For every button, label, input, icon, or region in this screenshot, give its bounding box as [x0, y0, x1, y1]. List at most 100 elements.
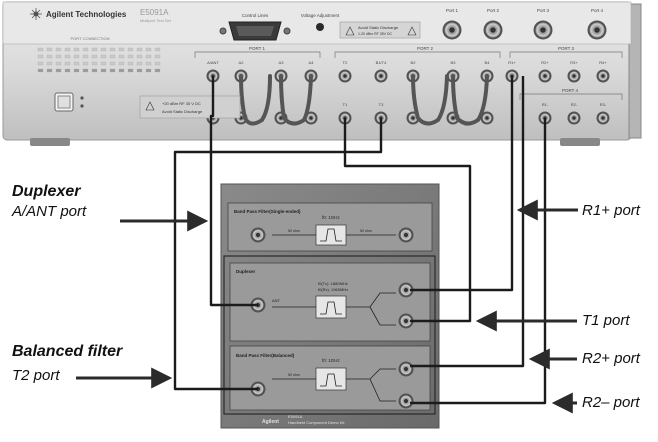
rear-port-2-connector: [483, 20, 503, 40]
port-led-icon: [118, 54, 125, 59]
connector-label-b4: B4: [485, 60, 491, 65]
model-sub-label: Multiport Test Set: [140, 18, 172, 23]
port-group-frames: [194, 51, 623, 100]
connector-label-a4: A4: [309, 60, 315, 65]
callout-r2-plus: R2+ port: [582, 350, 640, 367]
instrument-foot-left: [30, 138, 70, 146]
port-led-icon: [73, 61, 80, 66]
port-led-icon: [46, 54, 53, 59]
port-led-icon: [46, 68, 53, 73]
port-led-icon: [109, 47, 116, 52]
callout-balanced-port: T2 port: [12, 367, 60, 384]
connector-r4p: [596, 69, 610, 83]
front-warning-spec: +20 dBm RF 35 V DC: [162, 101, 201, 106]
group-label-port4: PORT 4: [562, 88, 579, 93]
warning-text: Avoid Static Discharge: [358, 25, 399, 30]
instrument-side-bracket: [628, 3, 642, 139]
port-led-icon: [154, 61, 161, 66]
port-led-icon: [127, 54, 134, 59]
port-led-icon: [136, 47, 143, 52]
kit-name: Handheld Component Demo Kit: [288, 420, 345, 425]
port-led-icon: [64, 68, 71, 73]
rear-port-label-1: Port 1: [446, 8, 459, 13]
port-led-icon: [64, 54, 71, 59]
duplexer-ant-label: ANT: [272, 298, 281, 303]
port-led-icon: [118, 61, 125, 66]
port-led-icon: [64, 61, 71, 66]
connector-label-a2: A2: [239, 60, 245, 65]
port-led-icon: [109, 68, 116, 73]
port-led-icon: [145, 54, 152, 59]
connector-label-r2m: R2-: [571, 102, 578, 107]
connector-label-t1: T1: [343, 102, 348, 107]
board-balanced-port3-connector: [398, 393, 414, 409]
port-led-icon: [91, 68, 98, 73]
top-filter-freq: f0: 1GHz: [322, 215, 341, 220]
port-led-icon: [82, 54, 89, 59]
board-top-port1-connector: [250, 227, 266, 243]
voltage-adjustment-knob: [316, 23, 324, 31]
duplexer-symbol: [272, 292, 396, 326]
connector-b1t4: [374, 69, 388, 83]
connector-label-r3p: R3+: [570, 60, 578, 65]
connector-r2m: [567, 111, 581, 125]
port-led-icon: [127, 61, 134, 66]
kit-model: E5091A: [288, 414, 303, 419]
callout-r1-plus: R1+ port: [582, 202, 640, 219]
rear-port-label-3: Port 3: [537, 8, 550, 13]
kit-brand: Agilent: [262, 419, 279, 425]
warning-spec: 1-20 dBm RF 35V DC: [358, 32, 393, 36]
port-led-icon: [136, 61, 143, 66]
board-duplexer-port3-connector: [398, 313, 414, 329]
port-led-icon: [73, 68, 80, 73]
cable-t1: [343, 118, 472, 323]
connector-r3p: [567, 69, 581, 83]
callout-r2-minus: R2– port: [582, 394, 640, 411]
port-led-icon: [145, 68, 152, 73]
rear-port-label-2: Port 2: [487, 8, 500, 13]
connector-label-aant: A/ANT: [207, 60, 219, 65]
port-led-icon: [91, 47, 98, 52]
board-balanced-port2-connector: [398, 361, 414, 377]
port-led-icon: [73, 54, 80, 59]
connector-label-r2p: R2+: [541, 60, 549, 65]
top-filter-impedance-left: 50 ohm: [288, 229, 300, 233]
port-led-icon: [127, 47, 134, 52]
power-switch-inner: [57, 95, 71, 109]
port-led-icon: [154, 68, 161, 73]
port-led-icon: [136, 54, 143, 59]
cable-a-ant: [209, 76, 258, 307]
port-led-icon: [82, 68, 89, 73]
callout-arrows: [76, 199, 578, 414]
port-led-icon: [55, 47, 62, 52]
duplexer-freq-tx: f0(Tx): 1880MHz: [318, 281, 348, 286]
port-led-icon: [118, 68, 125, 73]
top-filter-symbol: [272, 224, 396, 246]
port-led-icon: [154, 54, 161, 59]
connection-cables: [173, 76, 547, 405]
port-led-icon: [118, 47, 125, 52]
balanced-symbol: [272, 367, 396, 402]
instrument-jumper-cables: [239, 74, 489, 126]
standby-led-icon: [80, 104, 84, 108]
cable-r1-plus: [410, 76, 514, 292]
port-led-icon: [145, 47, 152, 52]
port-led-icon: [82, 47, 89, 52]
front-warning-text: Avoid Static Discharge: [162, 109, 203, 114]
front-warning-label: +20 dBm RF 35 V DC Avoid Static Discharg…: [139, 95, 241, 119]
connector-label-b2: B2: [411, 60, 417, 65]
demo-kit-board: Band Pass Filter(Single-ended) f0: 1GHz …: [220, 183, 440, 429]
instrument-top-strip: [2, 1, 632, 45]
port-led-icon: [46, 61, 53, 66]
brand-label: Agilent Technologies: [46, 10, 127, 19]
top-filter-title: Band Pass Filter(Single-ended): [234, 209, 301, 214]
callout-balanced-title: Balanced filter: [12, 343, 123, 360]
static-warning-sticker: Avoid Static Discharge 1-20 dBm RF 35V D…: [339, 21, 421, 39]
module-frame: [223, 255, 436, 415]
port-led-icon: [145, 61, 152, 66]
connector-t2: [338, 69, 352, 83]
rear-port-1-connector: [442, 20, 462, 40]
port-led-icon: [55, 54, 62, 59]
port-led-icon: [91, 54, 98, 59]
